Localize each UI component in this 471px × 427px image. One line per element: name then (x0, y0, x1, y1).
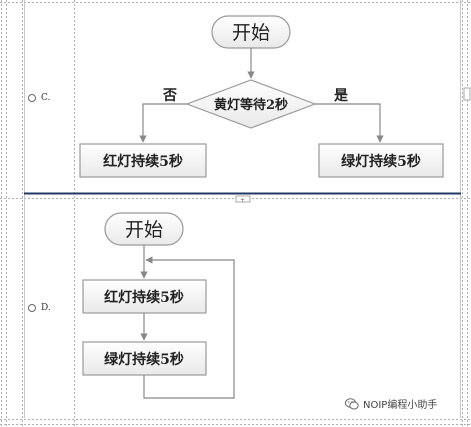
green-light-label: 绿灯持续5秒 (104, 351, 184, 368)
option-c-letter: C. (41, 93, 51, 103)
watermark-text: NOIP编程小助手 (363, 400, 438, 411)
option-d-radio[interactable]: D. (28, 303, 51, 313)
watermark: NOIP编程小助手 (345, 396, 437, 411)
no-branch-label: 否 (162, 88, 177, 104)
option-c-radio[interactable]: C. (28, 93, 50, 103)
green-light-box (82, 341, 207, 376)
green-light-box (318, 143, 444, 178)
red-light-box (82, 279, 207, 314)
yes-branch-label: 是 (334, 88, 349, 104)
start-label: 开始 (125, 219, 163, 241)
loop-arrow (143, 256, 235, 399)
red-light-box (79, 143, 207, 178)
svg-text:+: + (240, 197, 245, 204)
decision-diamond (185, 79, 317, 129)
red-light-label: 红灯持续5秒 (103, 153, 183, 170)
decision-label: 黄灯等待2秒 (214, 97, 288, 113)
start-label: 开始 (232, 22, 270, 44)
red-light-label: 红灯持续5秒 (104, 289, 184, 306)
radio-button[interactable] (28, 94, 36, 102)
green-light-label: 绿灯持续5秒 (341, 153, 421, 170)
option-d-letter: D. (41, 303, 51, 313)
radio-button[interactable] (28, 304, 36, 312)
wechat-icon (345, 397, 359, 409)
